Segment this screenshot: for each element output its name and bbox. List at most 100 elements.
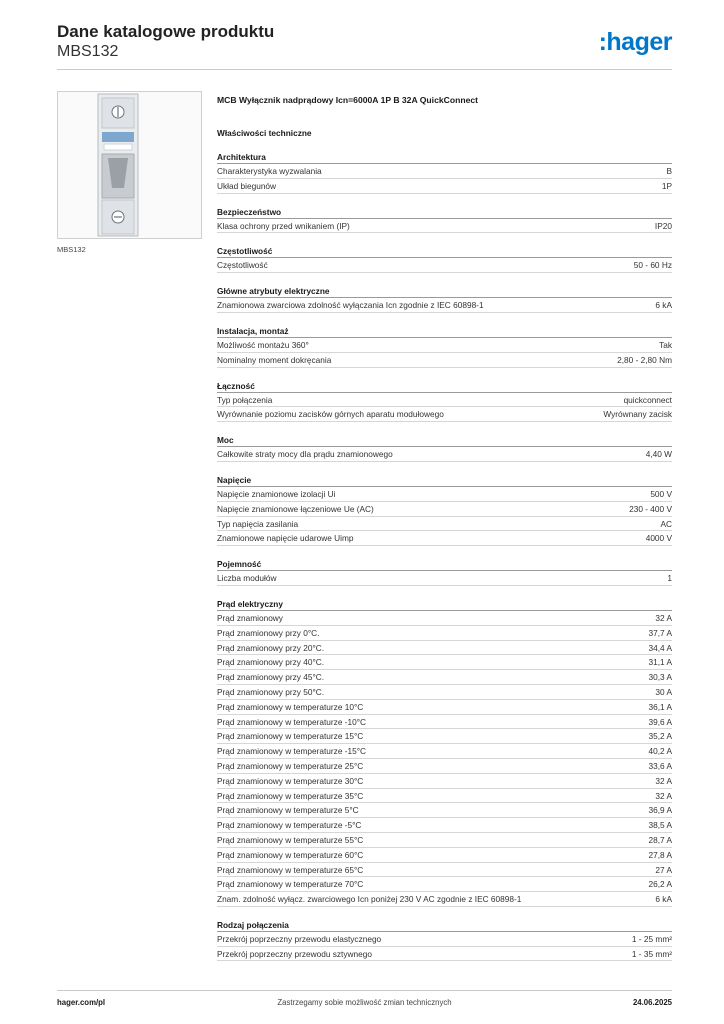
spec-label: Prąd znamionowy przy 40°C.: [217, 657, 325, 668]
spec-value: 6 kA: [655, 300, 672, 311]
spec-value: 30 A: [655, 686, 672, 697]
spec-value: 31,1 A: [648, 657, 672, 668]
spec-row: Wyrównanie poziomu zacisków górnych apar…: [217, 407, 672, 423]
spec-label: Prąd znamionowy: [217, 612, 283, 623]
spec-label: Prąd znamionowy w temperaturze 25°C: [217, 760, 364, 771]
spec-row: Prąd znamionowy przy 20°C.34,4 A: [217, 641, 672, 656]
spec-label: Prąd znamionowy w temperaturze 10°C: [217, 701, 364, 712]
header-divider: [57, 69, 672, 70]
spec-label: Prąd znamionowy w temperaturze 35°C: [217, 790, 364, 801]
spec-label: Typ napięcia zasilania: [217, 518, 299, 529]
spec-value: 4,40 W: [645, 449, 672, 460]
spec-row: Prąd znamionowy w temperaturze -5°C 38,5 …: [217, 818, 672, 833]
spec-value: B: [666, 166, 672, 176]
spec-label: Prąd znamionowy przy 20°C.: [217, 642, 325, 653]
spec-row: Klasa ochrony przed wnikaniem (IP) IP20: [217, 219, 672, 234]
spec-label: Klasa ochrony przed wnikaniem (IP): [217, 220, 350, 231]
group-title: Napięcie: [217, 474, 672, 487]
document-title: Dane katalogowe produktu: [57, 22, 275, 41]
spec-row: Prąd znamionowy 32 A: [217, 611, 672, 626]
spec-row: Prąd znamionowy w temperaturze 30°C 32 A: [217, 774, 672, 789]
spec-label: Wyrównanie poziomu zacisków górnych apar…: [217, 409, 444, 420]
group-title: Łączność: [217, 380, 672, 393]
spec-row: Możliwość montażu 360°Tak: [217, 338, 672, 353]
spec-value: 36,1 A: [648, 701, 672, 712]
spec-value: 32 A: [655, 612, 672, 623]
hager-logo: :hager: [598, 28, 673, 56]
spec-label: Znamionowa zwarciowa zdolność wyłączania…: [217, 300, 484, 311]
footer-disclaimer: Zastrzegamy sobie możliwość zmian techni…: [277, 998, 452, 1007]
spec-row: Przekrój poprzeczny przewodu elastyczneg…: [217, 932, 672, 947]
spec-label: Całkowite straty mocy dla prądu znamiono…: [217, 449, 393, 460]
group-title: Bezpieczeństwo: [217, 206, 672, 219]
footer-website[interactable]: hager.com/pl: [57, 998, 106, 1007]
spec-row: Prąd znamionowy przy 0°C. 37,7 A: [217, 626, 672, 641]
spec-label: Prąd znamionowy przy 45°C.: [217, 672, 325, 683]
spec-label: Charakterystyka wyzwalania: [217, 166, 322, 176]
footer-date: 24.06.2025: [632, 998, 672, 1007]
spec-value: 32 A: [655, 775, 672, 786]
spec-value: IP20: [654, 220, 672, 231]
spec-label: Liczba modułów: [217, 573, 277, 584]
spec-value: 27,8 A: [648, 849, 672, 860]
group-title: Moc: [217, 434, 672, 448]
spec-value: 30,3 A: [648, 672, 672, 683]
spec-label: Znamionowe napięcie udarowe Uimp: [217, 533, 354, 544]
spec-label: Prąd znamionowy w temperaturze 15°C: [217, 731, 364, 742]
group-title: Częstotliwość: [217, 245, 672, 259]
spec-value: 37,7 A: [648, 627, 672, 638]
spec-value: 32 A: [655, 790, 672, 801]
spec-value: Wyrównany zacisk: [603, 409, 672, 420]
spec-content: MCB Wyłącznik nadprądowy Icn=6000A 1P B …: [217, 94, 672, 962]
group-title: Główne atrybuty elektryczne: [217, 285, 672, 299]
spec-value: 230 - 400 V: [629, 503, 672, 514]
spec-value: 1 - 25 mm²: [631, 933, 672, 944]
spec-value: 38,5 A: [648, 820, 672, 831]
spec-row: Prąd znamionowy przy 40°C. 31,1 A: [217, 655, 672, 671]
spec-value: AC: [660, 518, 672, 529]
spec-row: Całkowite straty mocy dla prądu znamiono…: [217, 447, 672, 462]
spec-value: 50 - 60 Hz: [633, 260, 672, 271]
group-title: Architektura: [217, 151, 672, 164]
spec-value: 1: [667, 573, 672, 584]
spec-value: 6 kA: [655, 894, 672, 905]
spec-value: 33,6 A: [648, 760, 672, 771]
spec-value: quickconnect: [623, 394, 672, 405]
spec-label: Nominalny moment dokręcania: [217, 354, 332, 365]
spec-label: Prąd znamionowy w temperaturze 30°C: [217, 775, 364, 786]
spec-value: 27 A: [655, 864, 672, 875]
spec-value: 1P: [661, 180, 672, 191]
page-header: Dane katalogowe produktu MBS132 :hager: [57, 22, 672, 68]
group-title: Pojemność: [217, 558, 672, 572]
product-name: MCB Wyłącznik nadprądowy Icn=6000A 1P B …: [217, 95, 478, 105]
spec-row: Prąd znamionowy w temperaturze 35°C 32 A: [217, 789, 672, 804]
spec-label: Napięcie znamionowe izolacji Ui: [217, 488, 336, 499]
logo-text: hager: [606, 28, 672, 56]
spec-row: Prąd znamionowy w temperaturze 25°C 33,6 …: [217, 759, 672, 774]
section-title: Właściwości techniczne: [217, 128, 312, 138]
spec-label: Prąd znamionowy w temperaturze -10°C: [217, 716, 367, 727]
spec-row: Typ napięcia zasilania AC: [217, 517, 672, 532]
spec-label: Znam. zdolność wyłącz. zwarciowego Icn p…: [217, 894, 522, 905]
spec-label: Napięcie znamionowe łączeniowe Ue (AC): [217, 503, 374, 514]
spec-label: Prąd znamionowy w temperaturze -15°C: [217, 746, 367, 757]
spec-label: Prąd znamionowy przy 0°C.: [217, 627, 320, 638]
spec-label: Prąd znamionowy w temperaturze -5°C: [217, 820, 362, 831]
